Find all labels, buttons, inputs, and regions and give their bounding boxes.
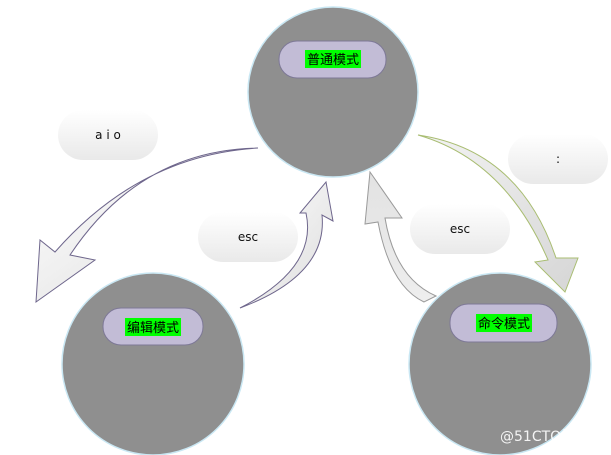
node-edit-mode: 编辑模式 [61, 272, 245, 455]
transition-label-normal-to-command: : [508, 134, 608, 184]
arrow-edit-to-normal [239, 180, 334, 309]
arrow-normal-to-command [417, 134, 579, 293]
label-highlight [125, 318, 181, 336]
arrow-command-to-normal [364, 170, 438, 303]
transition-label-normal-to-edit: a i o [58, 110, 158, 160]
node-label-command: 命令模式 [478, 316, 530, 332]
node-label-normal: 普通模式 [307, 53, 359, 68]
node-normal-mode: 普通模式 [247, 6, 419, 178]
key-label-esc-left: esc [238, 230, 258, 244]
key-label-colon: : [556, 152, 560, 166]
key-label-esc-right: esc [450, 222, 470, 236]
transition-label-command-to-normal: esc [410, 204, 510, 254]
key-label-aio: a i o [95, 128, 121, 142]
label-highlight [476, 314, 532, 332]
transition-label-edit-to-normal: esc [198, 212, 298, 262]
node-command-mode: 命令模式 [408, 272, 592, 455]
node-label-edit: 编辑模式 [127, 321, 179, 336]
label-highlight [305, 50, 361, 68]
arrow-normal-to-edit [35, 147, 259, 304]
watermark: @51CTO博客 [500, 428, 589, 445]
